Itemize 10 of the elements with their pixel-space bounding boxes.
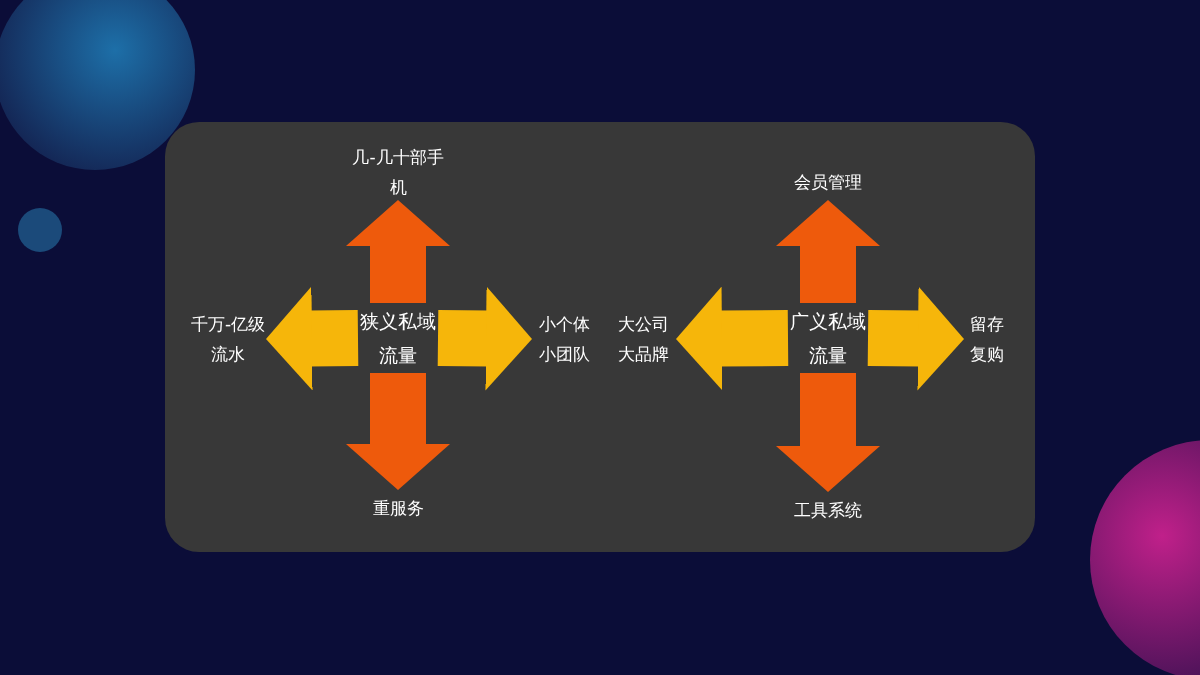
center-label: 广义私域流量 xyxy=(789,309,867,368)
arrow-label: 大公司大品牌 xyxy=(616,313,670,366)
arrow-label: 千万-亿级流水 xyxy=(190,313,266,366)
arrow-label: 几-几十部手机 xyxy=(351,145,445,199)
arrow-label: 重服务 xyxy=(372,497,424,520)
arrow-label: 工具系统 xyxy=(794,499,862,522)
arrow-label: 小个体小团队 xyxy=(537,313,591,366)
arrow-label: 留存复购 xyxy=(969,313,1005,366)
center-label: 狭义私域流量 xyxy=(359,309,437,368)
arrow-label: 会员管理 xyxy=(794,171,862,194)
